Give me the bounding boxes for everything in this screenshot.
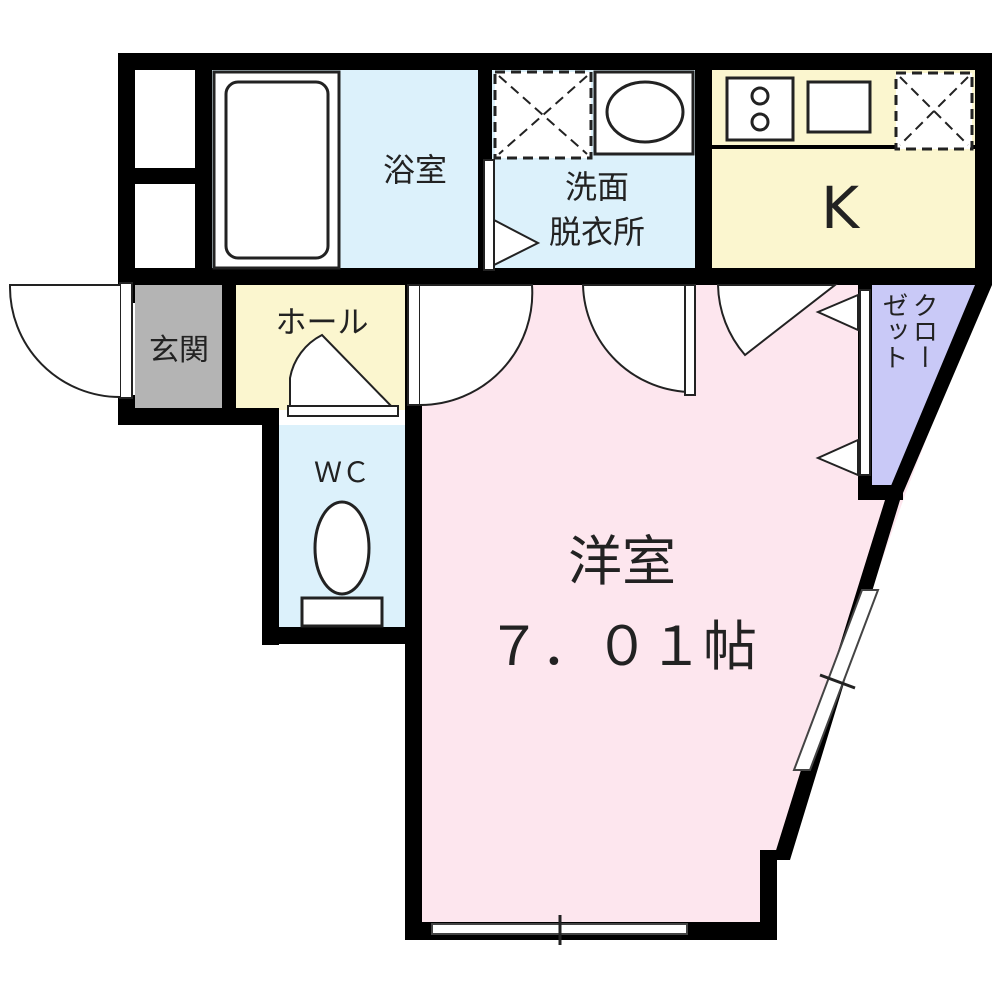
entrance-door — [8, 282, 133, 399]
entrance-label: 玄関 — [149, 333, 209, 368]
kitchen-door — [716, 284, 838, 357]
hall-room-door — [407, 284, 534, 407]
closet-doors — [815, 289, 871, 477]
bathtub — [212, 70, 341, 270]
hall-label: ホール — [276, 305, 369, 341]
washroom-room-door — [581, 284, 696, 396]
washroom-label-line1: 洗面 — [565, 168, 629, 206]
stove — [725, 76, 795, 142]
western-room-label: 洋室 — [568, 530, 676, 593]
washing-machine-space — [493, 70, 593, 160]
washroom-door — [483, 159, 541, 271]
closet-label-line2: ゼット — [878, 292, 908, 370]
closet-label-line1: クロー — [908, 292, 938, 370]
washroom-label-line2: 脱衣所 — [549, 213, 645, 251]
closet-floor — [872, 285, 975, 485]
western-room-size: ７．０１帖 — [487, 615, 757, 678]
entrance-floor — [135, 285, 225, 410]
windows — [431, 589, 880, 945]
wash-basin — [593, 70, 695, 156]
wc-door — [287, 333, 399, 417]
sink — [806, 80, 872, 134]
wc-label: ＷＣ — [314, 456, 370, 489]
bath-label: 浴室 — [383, 151, 447, 189]
toilet — [300, 500, 384, 628]
fridge-space — [894, 71, 974, 151]
kitchen-label: K — [821, 174, 861, 242]
